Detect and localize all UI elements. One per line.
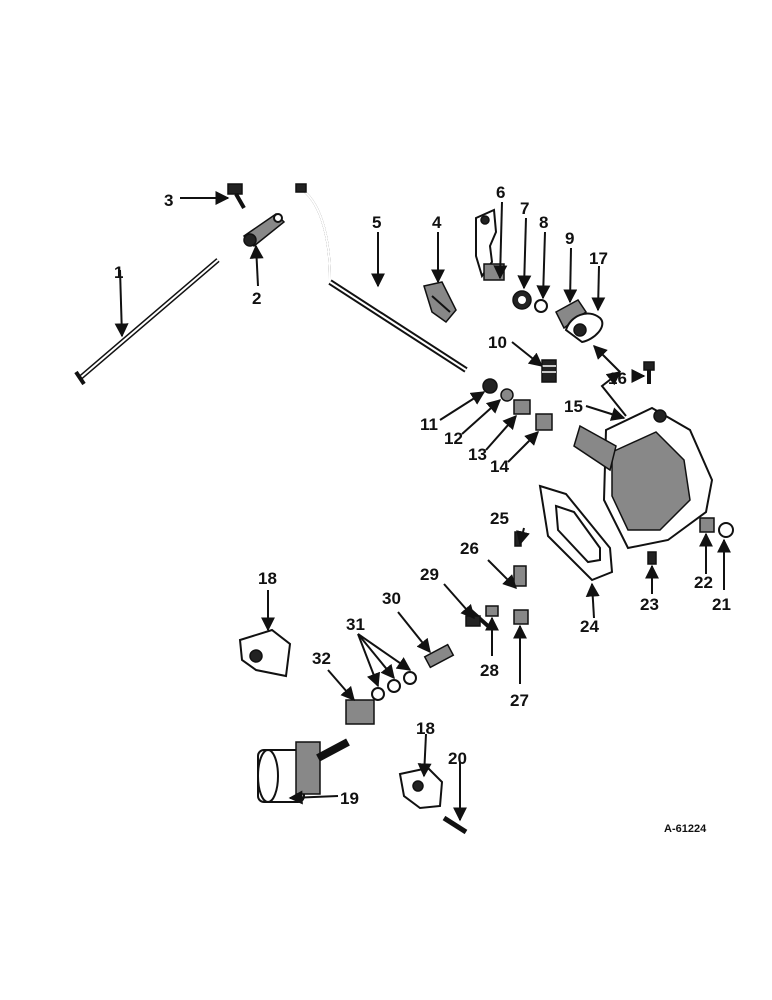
callout-26: 26 [460,539,479,558]
part-13-bushing [513,399,531,415]
callout-32: 32 [312,649,331,668]
callout-3: 3 [164,191,173,210]
part-16-bolt [643,361,655,384]
callout-19: 19 [340,789,359,808]
callout-24: 24 [580,617,599,636]
part-32-bushing [345,699,375,725]
part-10-spring [541,359,557,383]
callout-28: 28 [480,661,499,680]
part-28-ball [485,605,499,617]
part-11-ring [482,378,498,394]
callout-4: 4 [432,213,442,232]
callout-13: 13 [468,445,487,464]
callout-18-upper: 18 [258,569,277,588]
callout-21: 21 [712,595,731,614]
part-15-housing [573,406,714,550]
callout-18-lower: 18 [416,719,435,738]
leader-lines [114,191,731,822]
part-27-plug [513,609,529,625]
callout-12: 12 [444,429,463,448]
callout-11: 11 [420,415,438,434]
part-18-fork-upper [238,628,292,678]
callout-20: 20 [448,749,467,768]
reference-code: A-61224 [664,823,707,835]
part-5-shift-lever [295,183,468,373]
part-23-pin [647,551,657,565]
part-22-bushing [699,517,715,533]
callout-27: 27 [510,691,529,710]
part-18-fork-lower [398,766,444,810]
callout-10: 10 [488,333,507,352]
callout-16: 16 [608,369,627,388]
part-14-bushing [535,413,553,431]
callout-8: 8 [539,213,548,232]
callout-14: 14 [490,457,509,476]
part-21-washer [718,522,734,538]
callout-5: 5 [372,213,381,232]
callout-1: 1 [114,263,123,282]
part-4-bracket [423,281,457,324]
part-24-gasket [538,484,614,582]
part-26-spring [513,565,527,587]
part-1-rod [74,258,220,386]
callout-6: 6 [496,183,505,202]
callout-15: 15 [564,397,583,416]
callout-labels: 1 2 3 4 5 6 7 8 9 10 11 12 13 14 15 16 1… [114,183,731,808]
callout-23: 23 [640,595,659,614]
callout-22: 22 [694,573,713,592]
callout-25: 25 [490,509,509,528]
callout-7: 7 [520,199,529,218]
part-30-spring [423,643,455,669]
callout-17: 17 [589,249,608,268]
callout-31: 31 [346,615,365,634]
part-31-washer-a [371,687,385,701]
callout-2: 2 [252,289,261,308]
part-3-bolt [227,183,246,209]
part-31-washer-b [387,679,401,693]
part-17-cam-plate [564,312,604,344]
callout-29: 29 [420,565,439,584]
part-7-seal-hole [518,296,526,304]
callout-9: 9 [565,229,574,248]
part-20-pin [442,815,468,835]
part-31-washer-c [403,671,417,685]
part-12-washer [500,388,514,402]
part-19-gear-shaft [257,738,350,803]
part-8-washer [534,299,548,313]
part-2-lever-clamp [242,213,286,248]
part-9-plate [555,299,588,330]
callout-30: 30 [382,589,401,608]
